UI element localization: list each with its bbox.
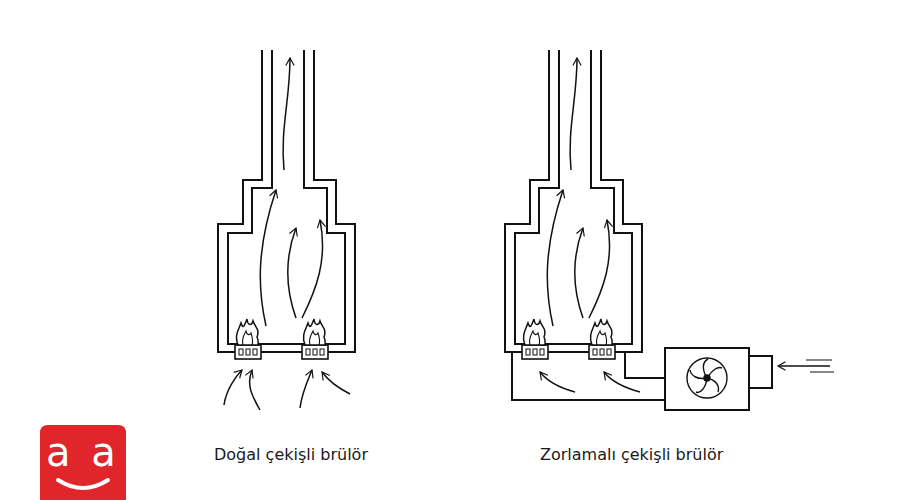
caption-label: Doğal çekişli brülör [214, 445, 368, 464]
logo-badge [40, 425, 126, 500]
caption-label: Zorlamalı çekişli brülör [540, 445, 723, 464]
logo-letters: a a [46, 432, 120, 472]
